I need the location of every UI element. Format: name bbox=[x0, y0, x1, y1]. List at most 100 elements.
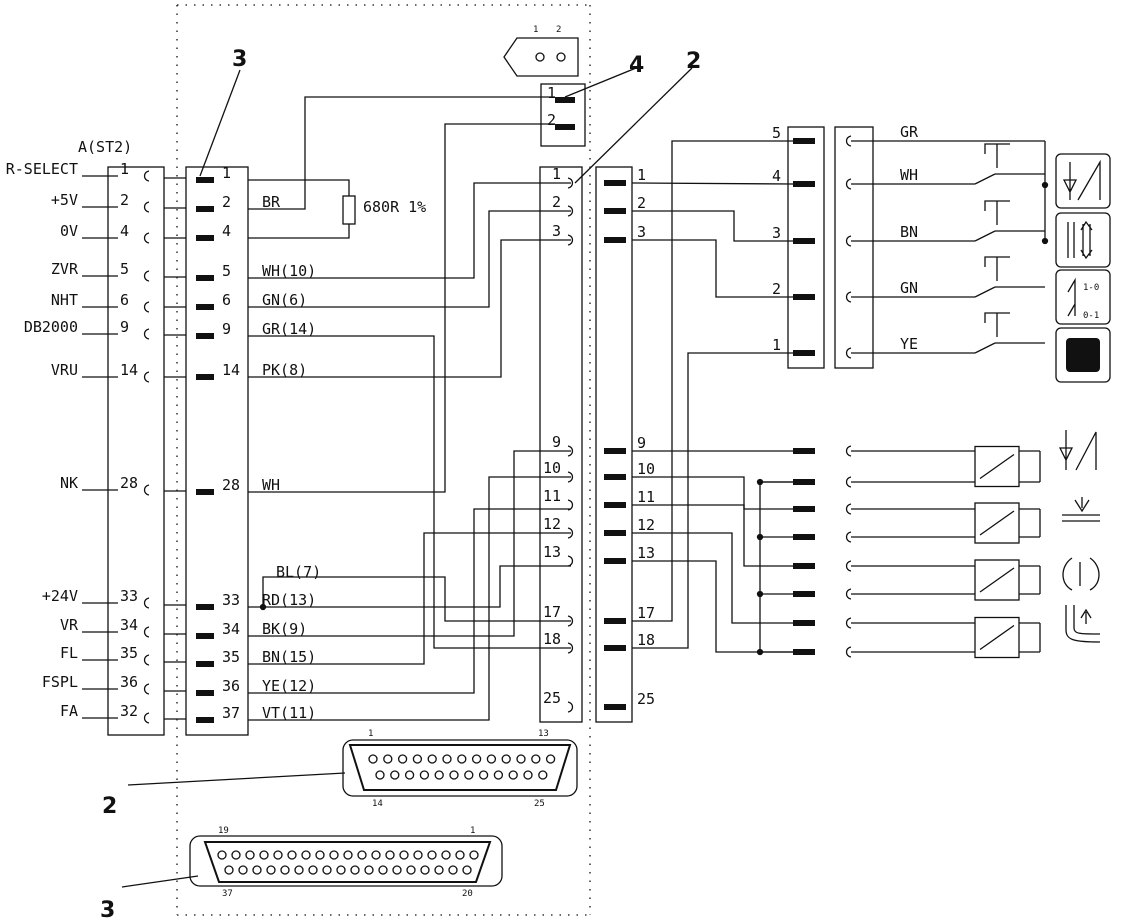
junction-dot bbox=[259, 603, 267, 611]
solenoid-socket-contact bbox=[845, 531, 852, 543]
dsub37-pin-hole bbox=[294, 865, 304, 875]
connector-a-pin-number: 33 bbox=[120, 587, 138, 605]
callout-leader-2-top bbox=[574, 67, 693, 184]
connector-d-pin-number: 12 bbox=[637, 516, 655, 534]
connector-c-pin-number: 1 bbox=[552, 165, 561, 183]
connector-a-pin-number: 32 bbox=[120, 702, 138, 720]
connector-c-contact bbox=[567, 499, 574, 511]
connector-a-contact bbox=[143, 654, 150, 666]
solenoid-contact bbox=[793, 448, 815, 454]
wire-gn6 bbox=[248, 210, 571, 308]
junction-dot bbox=[1041, 237, 1049, 245]
stop-square-icon bbox=[1066, 338, 1100, 372]
dsub25-pin-hole bbox=[412, 754, 423, 764]
switch-connector-contact bbox=[793, 181, 815, 187]
wire-d3-to-sw2 bbox=[632, 239, 793, 298]
power-socket-contact bbox=[555, 124, 575, 130]
thread-trimmer-icon bbox=[1062, 159, 1101, 201]
wire-vt11 bbox=[248, 476, 571, 721]
dsub37-pin-hole bbox=[469, 850, 479, 860]
dsub25-pin-hole bbox=[442, 754, 452, 764]
connector-b-wire-label: BK(9) bbox=[262, 620, 307, 638]
solenoid-coil bbox=[974, 445, 1020, 488]
connector-c-pin-number: 11 bbox=[543, 487, 561, 505]
connector-a-signal-label: NHT bbox=[51, 291, 78, 309]
dsub37-pin-hole bbox=[287, 850, 297, 860]
dsub25-pin-hole bbox=[478, 770, 489, 780]
dsub37-pin-hole bbox=[371, 850, 381, 860]
dsub25-pin-hole bbox=[434, 770, 444, 780]
connector-b-pin-number: 33 bbox=[222, 591, 240, 609]
solenoid-socket-contact bbox=[845, 617, 852, 629]
connector-c-pin-number: 12 bbox=[543, 515, 561, 533]
connector-d-contact bbox=[604, 208, 626, 214]
thread-wiper-icon bbox=[1062, 497, 1100, 522]
dsub37-pin-hole bbox=[378, 865, 388, 875]
connector-d-contact bbox=[604, 704, 626, 710]
connector-b-contact bbox=[196, 661, 214, 667]
connector-a-pin-number: 9 bbox=[120, 318, 129, 336]
connector-b-pin-number: 35 bbox=[222, 648, 240, 666]
solenoid-coil bbox=[974, 502, 1020, 544]
callout-number: 4 bbox=[629, 53, 644, 78]
connector-c-pin-number: 9 bbox=[552, 433, 561, 451]
dsub25-pin-number: 13 bbox=[538, 729, 549, 739]
dsub25-pin-hole bbox=[545, 754, 556, 764]
wire-d13-to-sol bbox=[632, 560, 793, 653]
connector-b-wire-label: YE(12) bbox=[262, 677, 316, 695]
dsub37-pin-hole bbox=[413, 850, 423, 860]
dsub37-flange bbox=[189, 835, 503, 887]
connector-a-signal-label: FL bbox=[60, 644, 78, 662]
connector-a-signal-label: FSPL bbox=[42, 673, 78, 691]
connector-d-contact bbox=[604, 502, 626, 508]
solenoid-coil bbox=[974, 559, 1020, 601]
connector-a-contact bbox=[143, 683, 150, 695]
switch-wire-label: YE bbox=[900, 335, 918, 353]
connector-b-contact bbox=[196, 235, 214, 241]
dsub25-flange bbox=[342, 739, 578, 797]
connector-b-pin-number: 4 bbox=[222, 222, 231, 240]
connector-a-signal-label: VRU bbox=[51, 361, 78, 379]
connector-a-pin-number: 2 bbox=[120, 191, 129, 209]
switch-connector-contact bbox=[793, 238, 815, 244]
connector-b-wire-label: BN(15) bbox=[262, 648, 316, 666]
switch-connector-contact bbox=[793, 294, 815, 300]
power-socket-pin-number: 2 bbox=[547, 111, 556, 129]
push-button-icon bbox=[984, 143, 1010, 168]
dsub37-pin-hole bbox=[441, 850, 451, 860]
dsub25-pin-hole bbox=[531, 754, 541, 764]
keypad-button-frame bbox=[1055, 327, 1111, 383]
connector-d-contact bbox=[604, 530, 626, 536]
dsub37-pin-hole bbox=[462, 865, 472, 875]
wire-d2-to-sw3 bbox=[632, 210, 793, 242]
connector-c-pin-number: 25 bbox=[543, 689, 561, 707]
connector-d-pin-number: 2 bbox=[637, 194, 646, 212]
connector-a-contact bbox=[143, 270, 150, 282]
wire-bk9 bbox=[248, 450, 571, 637]
connector-c-body bbox=[539, 166, 583, 723]
connector-b-contact bbox=[196, 633, 214, 639]
callout-number: 2 bbox=[102, 794, 117, 819]
dsub37-pin-hole bbox=[427, 850, 437, 860]
solenoid-coil-mark bbox=[979, 567, 1015, 593]
keypad-button-frame bbox=[1055, 212, 1111, 268]
solenoid-contact bbox=[793, 591, 815, 597]
switch-wire-label: BN bbox=[900, 223, 918, 241]
thread-tension-icon bbox=[1062, 557, 1100, 591]
solenoid-coil bbox=[974, 616, 1020, 659]
connector-a-contact bbox=[143, 201, 150, 213]
dsub37-pin-number: 20 bbox=[462, 889, 473, 899]
dsub25-pin-number: 14 bbox=[372, 799, 383, 809]
power-socket-pin-number: 1 bbox=[547, 84, 556, 102]
connector-b-pin-number: 2 bbox=[222, 193, 231, 211]
connector-c-pin-number: 17 bbox=[543, 603, 561, 621]
dsub25-pin-number: 1 bbox=[368, 729, 373, 739]
connector-a-body bbox=[107, 166, 165, 736]
switch-receptacle-body bbox=[834, 126, 874, 369]
stitch-counter-icon bbox=[1067, 277, 1076, 317]
connector-b-contact bbox=[196, 304, 214, 310]
dsub25-pin-number: 25 bbox=[534, 799, 545, 809]
connector-c-contact bbox=[567, 177, 574, 189]
connector-b-pin-number: 9 bbox=[222, 320, 231, 338]
switch-lever bbox=[974, 230, 996, 242]
